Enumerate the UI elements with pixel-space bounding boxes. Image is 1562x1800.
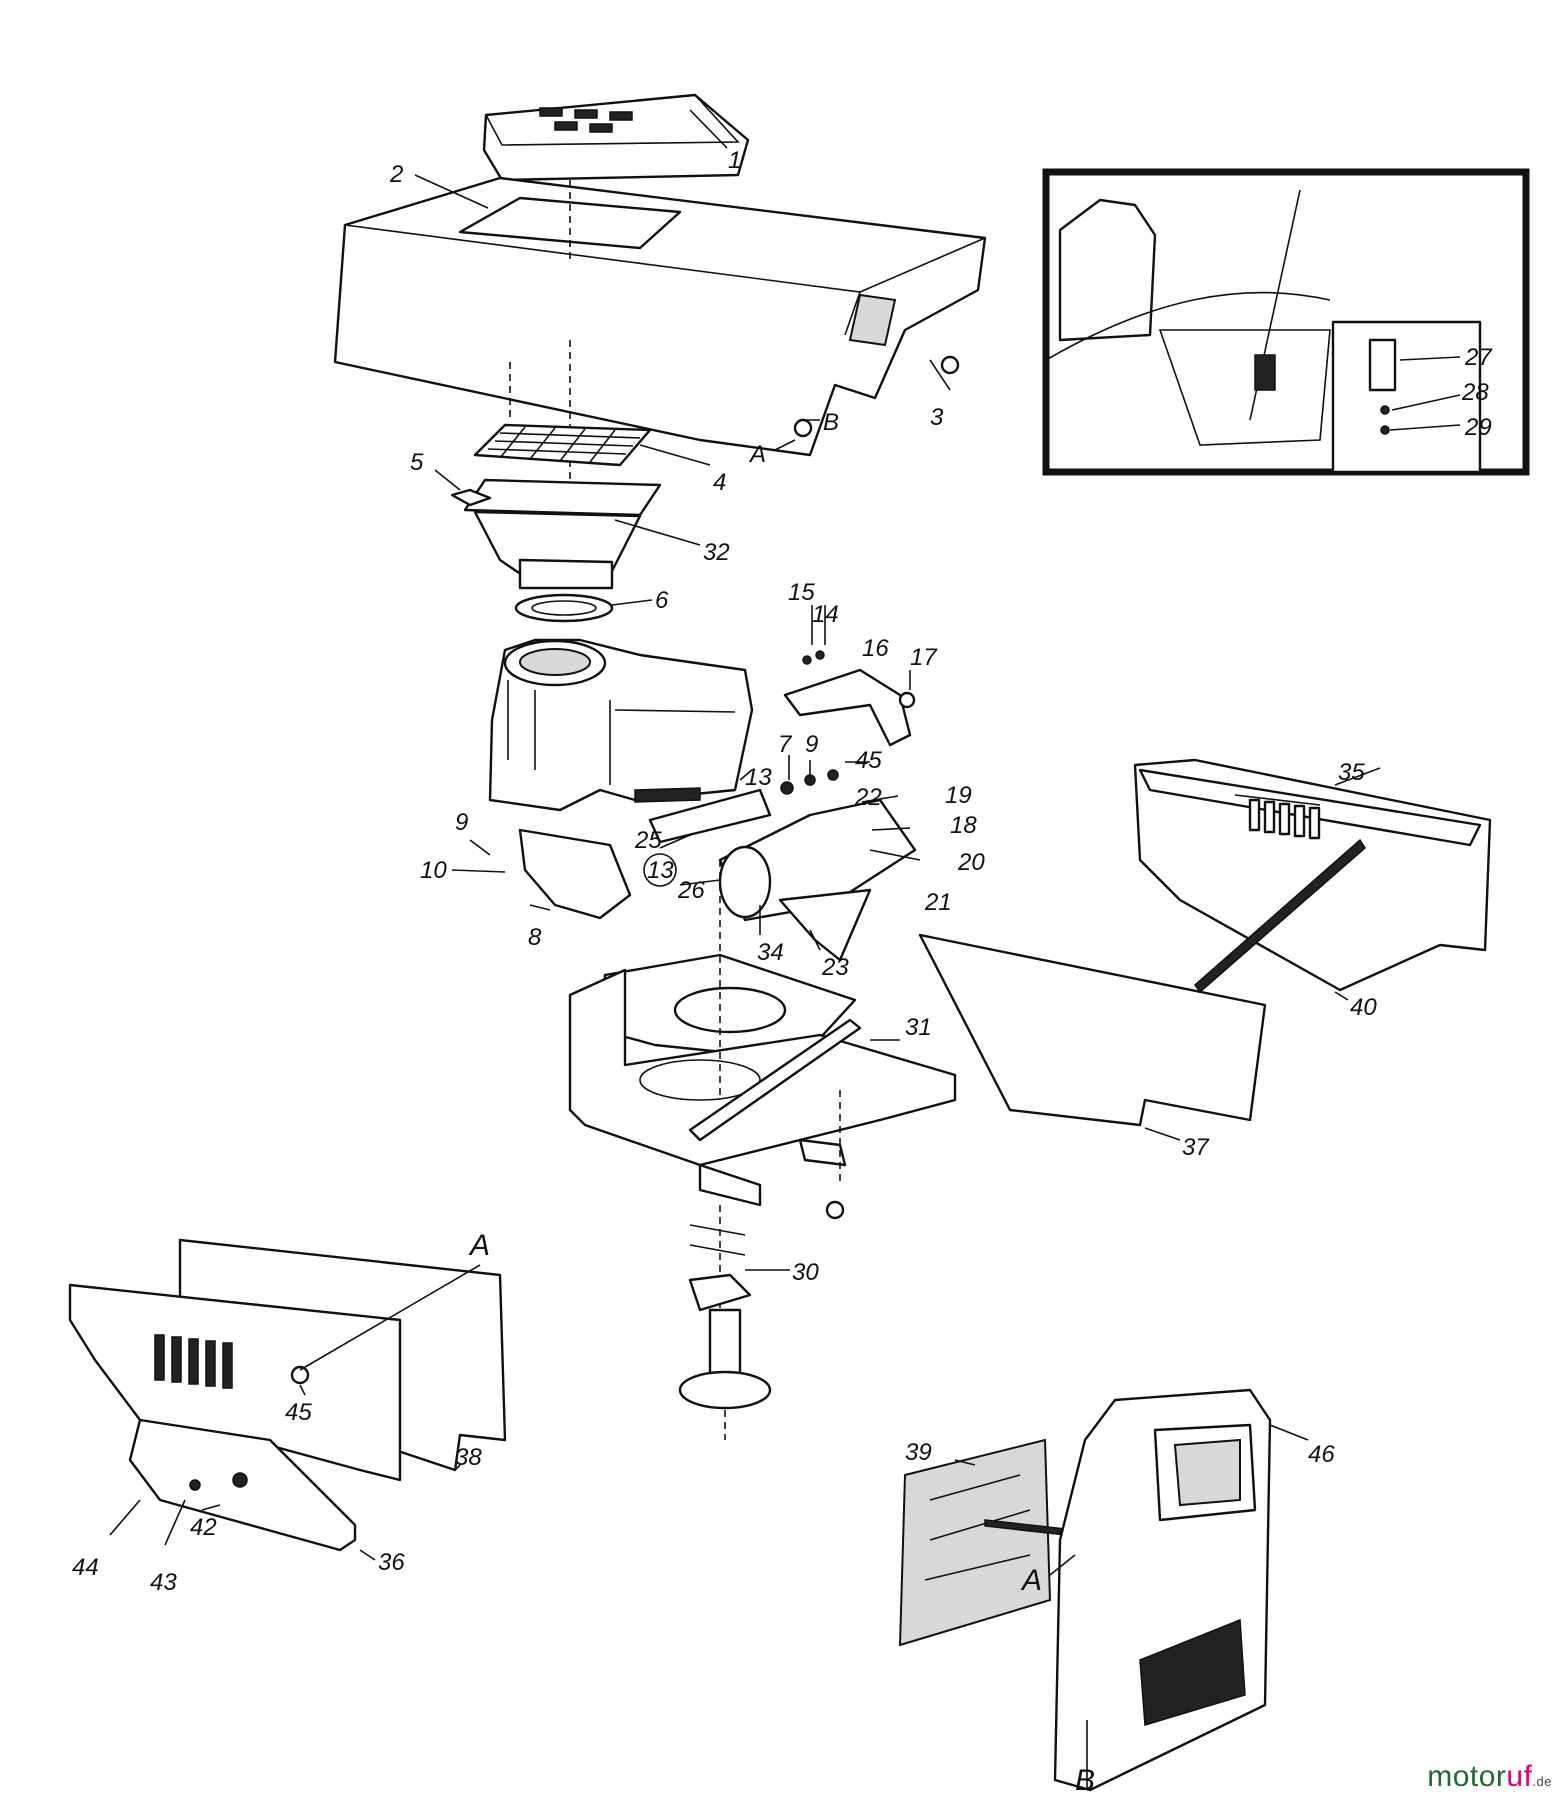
- inset-detail: [1042, 168, 1530, 476]
- callout-37: 37: [1182, 1134, 1210, 1161]
- callout-16: 16: [862, 635, 889, 662]
- callout-46: 46: [1308, 1441, 1335, 1468]
- part-frame: [568, 968, 957, 1207]
- callout-26: 26: [677, 877, 705, 904]
- callout-17: 17: [910, 644, 938, 671]
- part-intake-cover: [482, 93, 750, 182]
- callout-B-bottom: B: [1075, 1764, 1095, 1797]
- callout-7: 7: [778, 731, 793, 758]
- callout-9-lower: 9: [455, 809, 468, 836]
- callout-38: 38: [455, 1444, 482, 1471]
- part-side-panel: [918, 933, 1267, 1127]
- callout-32: 32: [703, 539, 730, 566]
- callout-9-upper: 9: [805, 731, 818, 758]
- callout-3: 3: [930, 404, 944, 431]
- callout-22: 22: [854, 784, 882, 811]
- callout-1: 1: [728, 147, 741, 174]
- callout-36: 36: [378, 1549, 405, 1576]
- callout-5: 5: [410, 449, 424, 476]
- callout-45-upper: 45: [855, 747, 882, 774]
- callout-45-lower: 45: [285, 1399, 312, 1426]
- watermark-accent: uf: [1506, 1760, 1533, 1793]
- part-air-filter: [898, 1438, 1052, 1647]
- part-shroud: [783, 668, 912, 747]
- part-hood: [333, 176, 987, 457]
- callout-42: 42: [190, 1514, 217, 1541]
- callout-8: 8: [528, 924, 542, 951]
- callout-34: 34: [757, 939, 784, 966]
- callout-13-circle: [643, 853, 677, 887]
- watermark-main: motor: [1427, 1760, 1507, 1793]
- part-gasket: [514, 593, 614, 623]
- callout-6: 6: [655, 587, 669, 614]
- callout-35: 35: [1338, 759, 1365, 786]
- callout-13-circled: 13: [647, 857, 674, 884]
- callout-27: 27: [1464, 344, 1493, 371]
- brand-watermark: motoruf.de: [1427, 1760, 1552, 1794]
- callout-10: 10: [420, 857, 447, 884]
- callout-21: 21: [924, 889, 952, 916]
- watermark-suffix: .de: [1532, 1774, 1552, 1789]
- callout-2: 2: [389, 161, 403, 188]
- callout-18: 18: [950, 812, 977, 839]
- callout-43: 43: [150, 1569, 177, 1596]
- callout-31: 31: [905, 1014, 932, 1041]
- part-engine: [488, 638, 754, 812]
- part-rear-cover: [1053, 1388, 1272, 1792]
- callout-13: 13: [745, 764, 772, 791]
- callout-40: 40: [1350, 994, 1377, 1021]
- callout-39: 39: [905, 1439, 932, 1466]
- callout-25: 25: [634, 827, 662, 854]
- callout-30: 30: [792, 1259, 819, 1286]
- callout-A-top: A: [748, 441, 766, 468]
- part-heat-shield: [778, 888, 872, 962]
- callout-28: 28: [1461, 379, 1489, 406]
- part-air-duct: [450, 478, 662, 590]
- part-front-grille: [68, 1238, 507, 1552]
- callout-A-right: A: [1020, 1564, 1042, 1597]
- callout-A-left: A: [468, 1229, 490, 1262]
- callout-14: 14: [812, 601, 839, 628]
- callout-4: 4: [713, 469, 726, 496]
- part-grille-housing: [1133, 758, 1492, 992]
- callout-B-top: B: [823, 409, 839, 436]
- part-pulley: [678, 1205, 772, 1440]
- callout-29: 29: [1464, 414, 1492, 441]
- callout-23: 23: [821, 954, 849, 981]
- callout-44: 44: [72, 1554, 99, 1581]
- callout-20: 20: [957, 849, 985, 876]
- part-lower-shroud: [518, 828, 632, 920]
- part-screen: [473, 423, 652, 467]
- callout-19: 19: [945, 782, 972, 809]
- part-muffler: [648, 788, 917, 922]
- callout-15: 15: [788, 579, 815, 606]
